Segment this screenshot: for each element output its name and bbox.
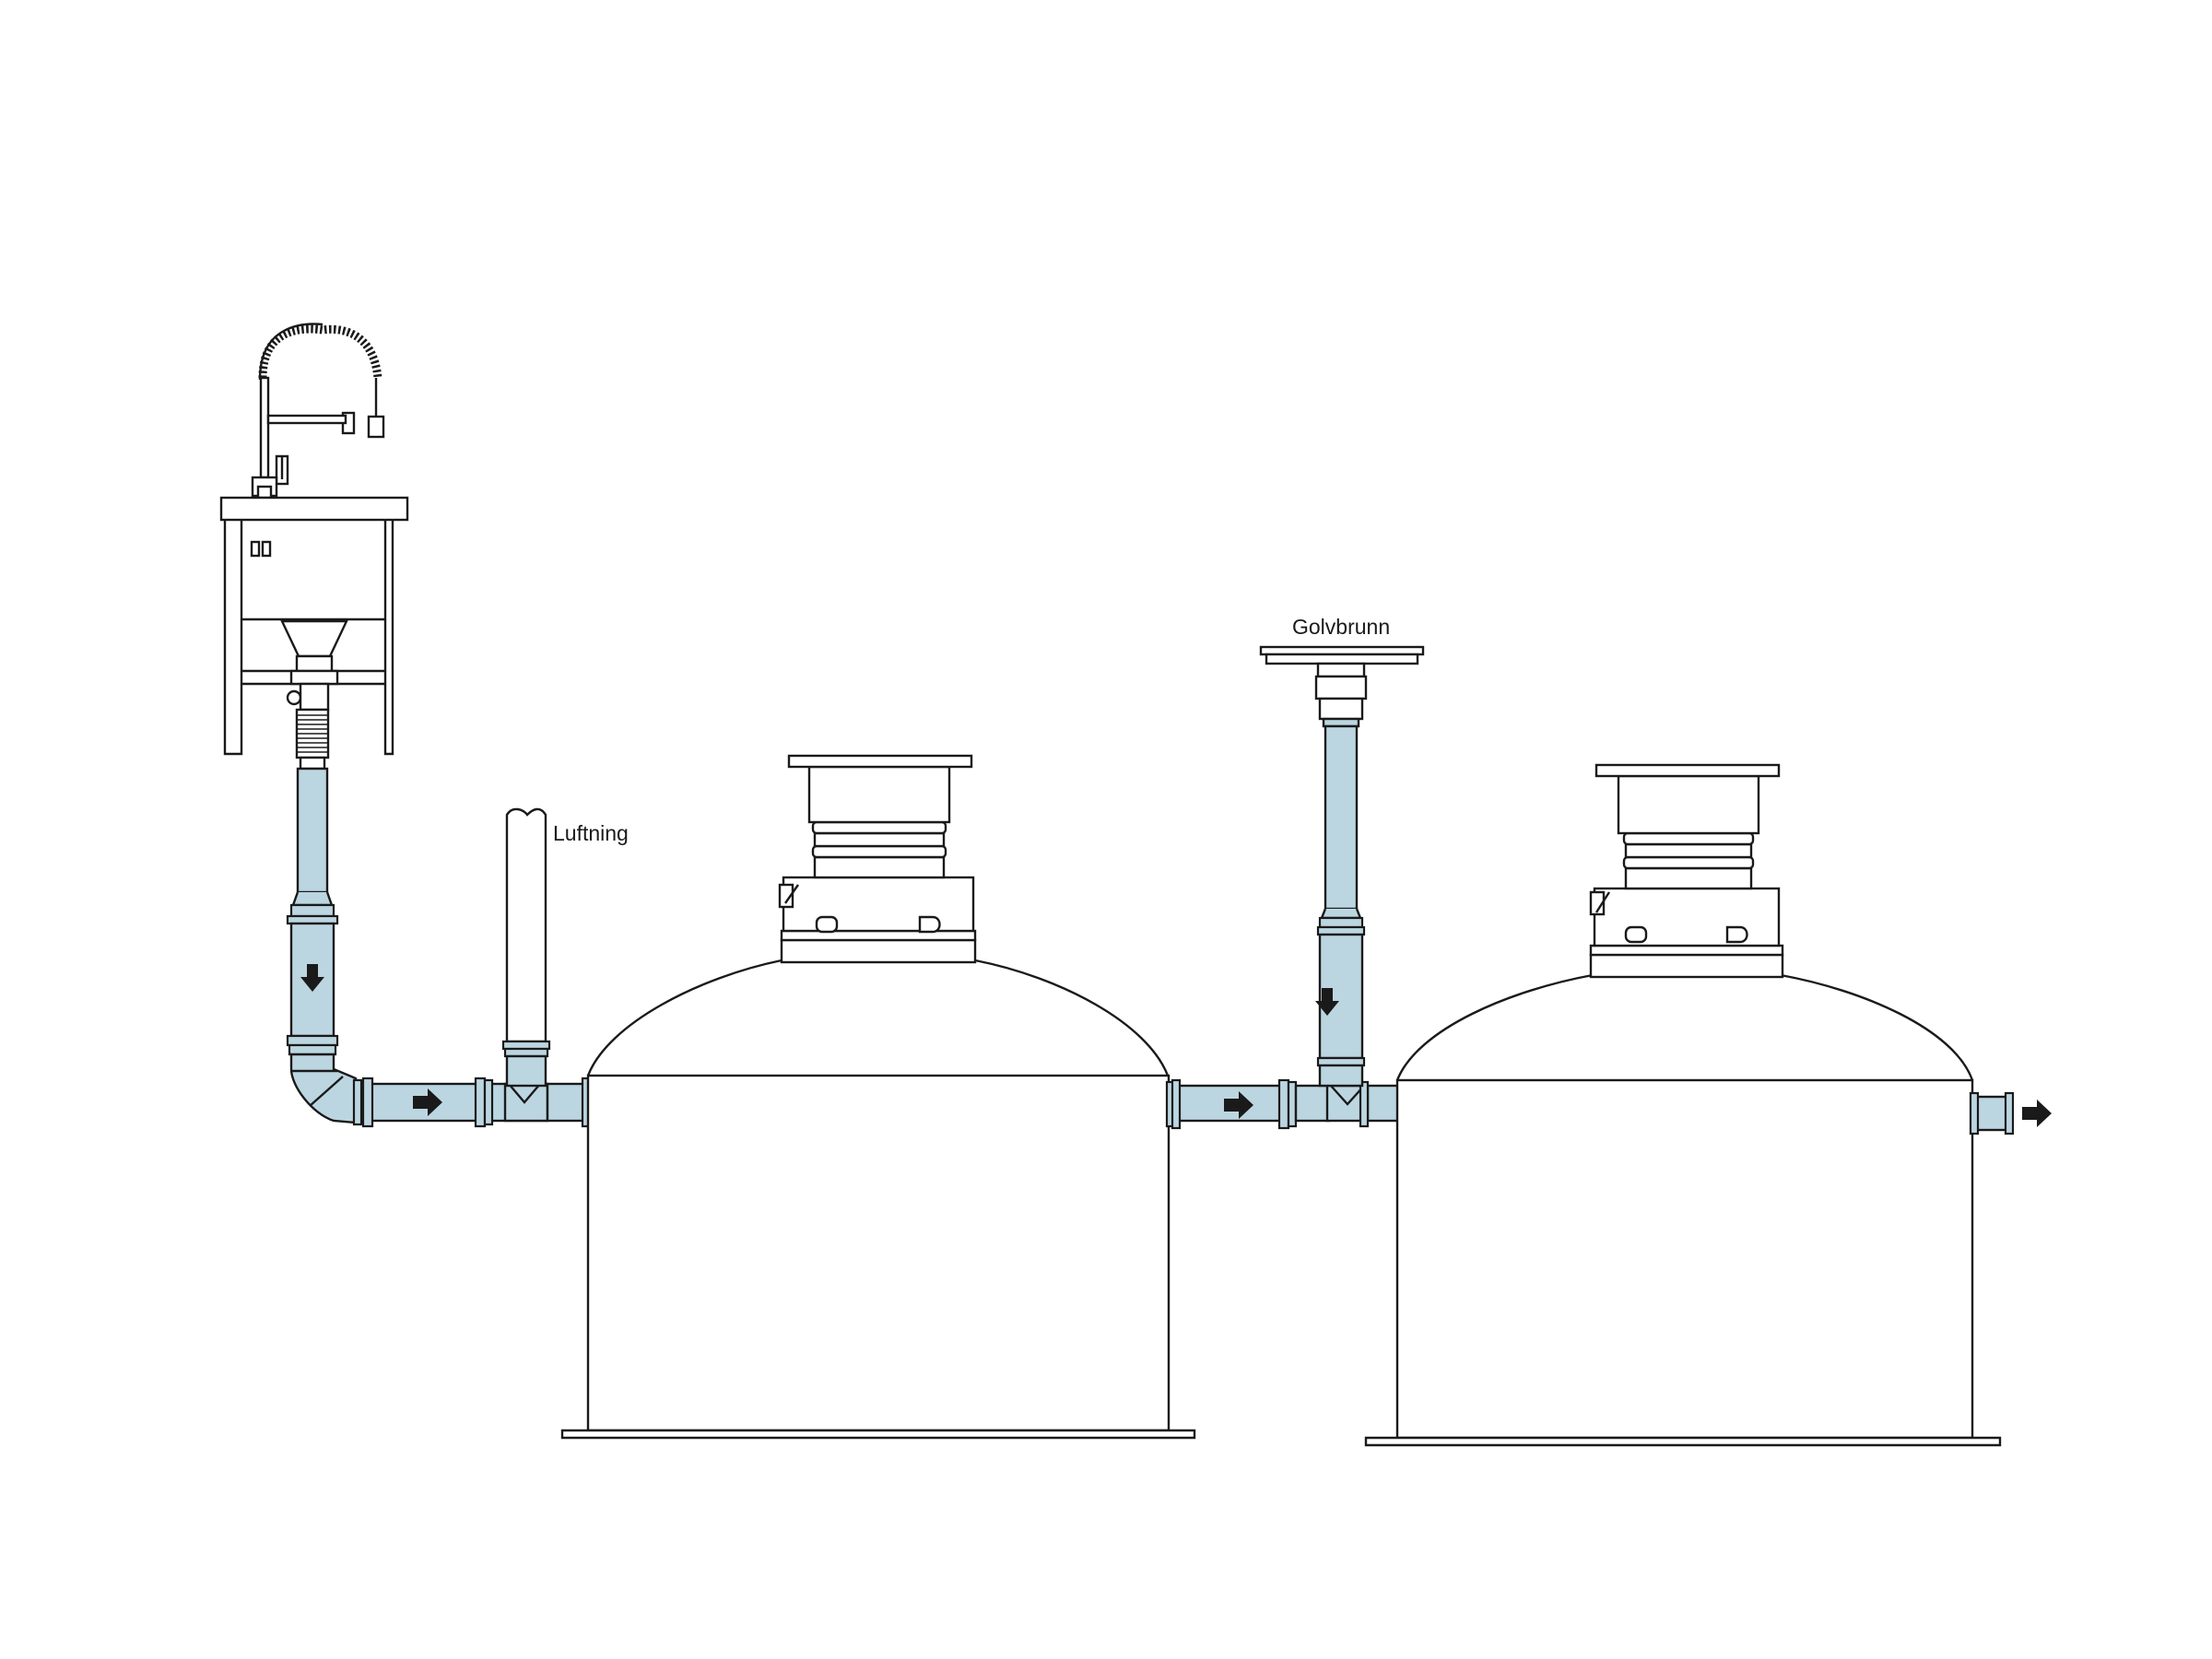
- vent-label: Luftning: [553, 821, 629, 845]
- flow-arrow-icon: [1315, 988, 1339, 1016]
- separator-tank-1: [560, 754, 1196, 1440]
- vent-pipe: [501, 807, 551, 1088]
- flow-arrow-icon: [2022, 1100, 2052, 1127]
- flow-arrow-icon: [413, 1088, 442, 1116]
- floor-drain: [1259, 645, 1425, 1088]
- flow-arrow-icon: [300, 964, 324, 992]
- outlet-pipe: [1969, 1091, 2015, 1135]
- sink-bench-icon: [219, 496, 409, 771]
- separator-tank-2: [1364, 763, 2002, 1447]
- spring-faucet-icon: [251, 323, 385, 500]
- connecting-pipe: [1165, 1078, 1414, 1130]
- inlet-pipe: [286, 767, 594, 1128]
- floor-drain-label: Golvbrunn: [1292, 615, 1390, 639]
- flow-arrow-icon: [1224, 1091, 1253, 1119]
